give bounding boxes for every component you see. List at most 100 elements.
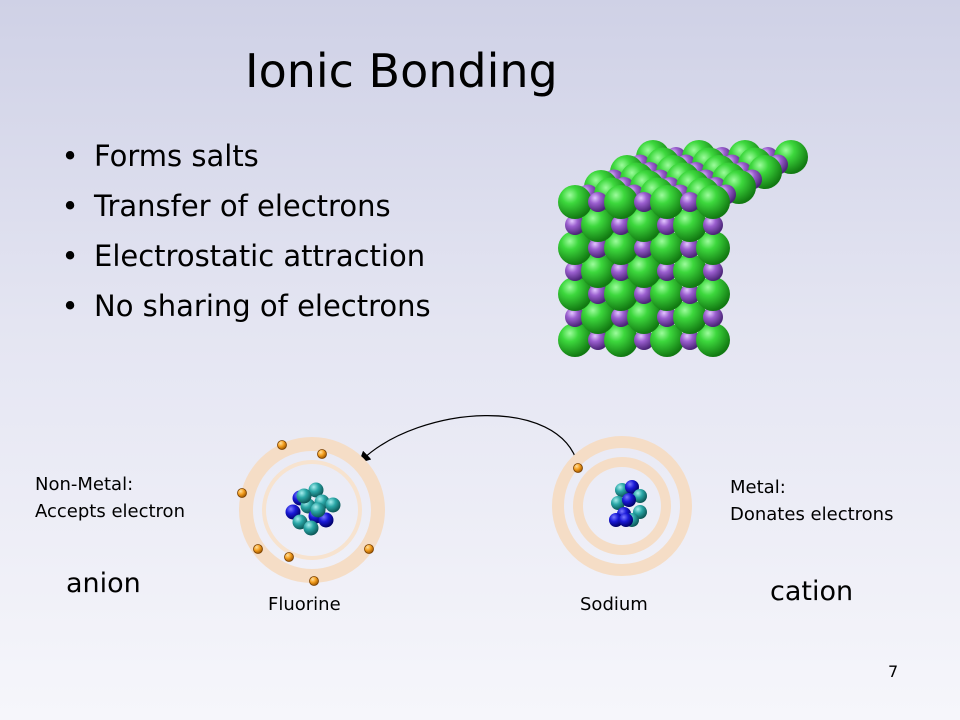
chloride-ion-sphere [650, 323, 684, 357]
sodium-ion-sphere [588, 192, 608, 212]
electron [284, 552, 294, 562]
page-number: 7 [888, 662, 899, 681]
bullet-text: Transfer of electrons [94, 189, 391, 223]
neutron [308, 482, 324, 498]
neutron [292, 514, 308, 530]
neutron [611, 496, 625, 510]
right-atom-type-label: Metal: Donates electrons [730, 474, 893, 528]
chloride-ion-sphere [627, 254, 661, 288]
sodium-ion-sphere [634, 238, 654, 258]
chloride-ion-sphere [627, 300, 661, 334]
fluorine-electrons [237, 440, 374, 586]
chloride-ion-sphere [627, 208, 661, 242]
sodium-ion-sphere [703, 215, 723, 235]
neutron [633, 489, 647, 503]
chloride-ion-sphere [696, 185, 730, 219]
sodium-ion-sphere [680, 330, 700, 350]
lattice-spheres [558, 140, 808, 357]
electron [237, 488, 247, 498]
neutron [325, 497, 341, 513]
chloride-ion-sphere [604, 185, 638, 219]
sodium-ion-sphere [565, 261, 585, 281]
left-atom-type-label: Non-Metal: Accepts electron [35, 471, 185, 525]
sodium-ion-sphere [611, 307, 631, 327]
sodium-name-label: Sodium [580, 594, 648, 615]
bullet-text: Electrostatic attraction [94, 239, 426, 273]
electron [253, 544, 263, 554]
proton [619, 513, 633, 527]
bullet-item: • No sharing of electrons [60, 286, 431, 336]
sodium-nucleus [609, 480, 647, 527]
proton [318, 512, 334, 528]
sodium-ion-sphere [634, 284, 654, 304]
sodium-ion-sphere [565, 307, 585, 327]
neutron [296, 488, 312, 504]
chloride-ion-sphere [604, 323, 638, 357]
sodium-ion-sphere [588, 330, 608, 350]
sodium-ion-sphere [703, 261, 723, 281]
electron [317, 449, 327, 459]
sodium-electron-shell-inner [573, 457, 671, 555]
chloride-ion-sphere [558, 231, 592, 265]
right-type-line2: Donates electrons [730, 504, 894, 525]
bullet-item: • Electrostatic attraction [60, 236, 431, 286]
neutron [303, 520, 319, 536]
fluorine-electron-shell [239, 437, 385, 583]
anion-label: anion [66, 568, 141, 599]
bullet-item: • Transfer of electrons [60, 186, 431, 236]
left-type-line1: Non-Metal: [35, 474, 134, 495]
chloride-ion-sphere [650, 185, 684, 219]
fluorine-electron-shell-inner [262, 460, 362, 560]
sodium-ion-sphere [703, 307, 723, 327]
chloride-ion-sphere [581, 254, 615, 288]
right-type-line1: Metal: [730, 477, 786, 498]
bullet-dot: • [61, 289, 79, 323]
neutron [310, 502, 326, 518]
chloride-ion-sphere [673, 208, 707, 242]
chloride-ion-sphere [673, 300, 707, 334]
chloride-ion-sphere [650, 277, 684, 311]
slide-title: Ionic Bonding [245, 44, 558, 98]
sodium-ion-sphere [611, 215, 631, 235]
chloride-ion-sphere [604, 277, 638, 311]
sodium-ion-sphere [588, 238, 608, 258]
cation-label: cation [770, 576, 854, 607]
sodium-ion-sphere [634, 330, 654, 350]
left-type-line2: Accepts electron [35, 501, 185, 522]
electron [309, 576, 319, 586]
chloride-ion-sphere [673, 254, 707, 288]
chloride-ion-sphere [650, 231, 684, 265]
fluorine-nucleus [285, 482, 341, 536]
sodium-ion-sphere [588, 284, 608, 304]
chloride-ion-sphere [581, 208, 615, 242]
fluorine-name-label: Fluorine [268, 594, 341, 615]
chloride-ion-sphere [696, 323, 730, 357]
bullet-dot: • [61, 239, 79, 273]
chloride-ion-sphere [558, 277, 592, 311]
bullet-dot: • [61, 189, 79, 223]
sodium-ion-sphere [680, 284, 700, 304]
sodium-valence-electron [573, 463, 583, 473]
chloride-ion-sphere [696, 277, 730, 311]
sodium-ion-sphere [657, 261, 677, 281]
bullet-dot: • [61, 139, 79, 173]
proton [622, 493, 636, 507]
chloride-ion-sphere [604, 231, 638, 265]
chloride-ion-sphere [581, 300, 615, 334]
sodium-ion-sphere [565, 215, 585, 235]
proton [609, 513, 623, 527]
sodium-ion-sphere [611, 261, 631, 281]
bullet-text: Forms salts [94, 139, 259, 173]
sodium-ion-sphere [680, 192, 700, 212]
bullet-list: • Forms salts • Transfer of electrons • Ele… [60, 136, 431, 336]
sodium-ion-sphere [680, 238, 700, 258]
proton [625, 480, 639, 494]
sodium-ion-sphere [657, 307, 677, 327]
bullet-text: No sharing of electrons [94, 289, 431, 323]
sodium-ion-sphere [657, 215, 677, 235]
chloride-ion-sphere [696, 231, 730, 265]
